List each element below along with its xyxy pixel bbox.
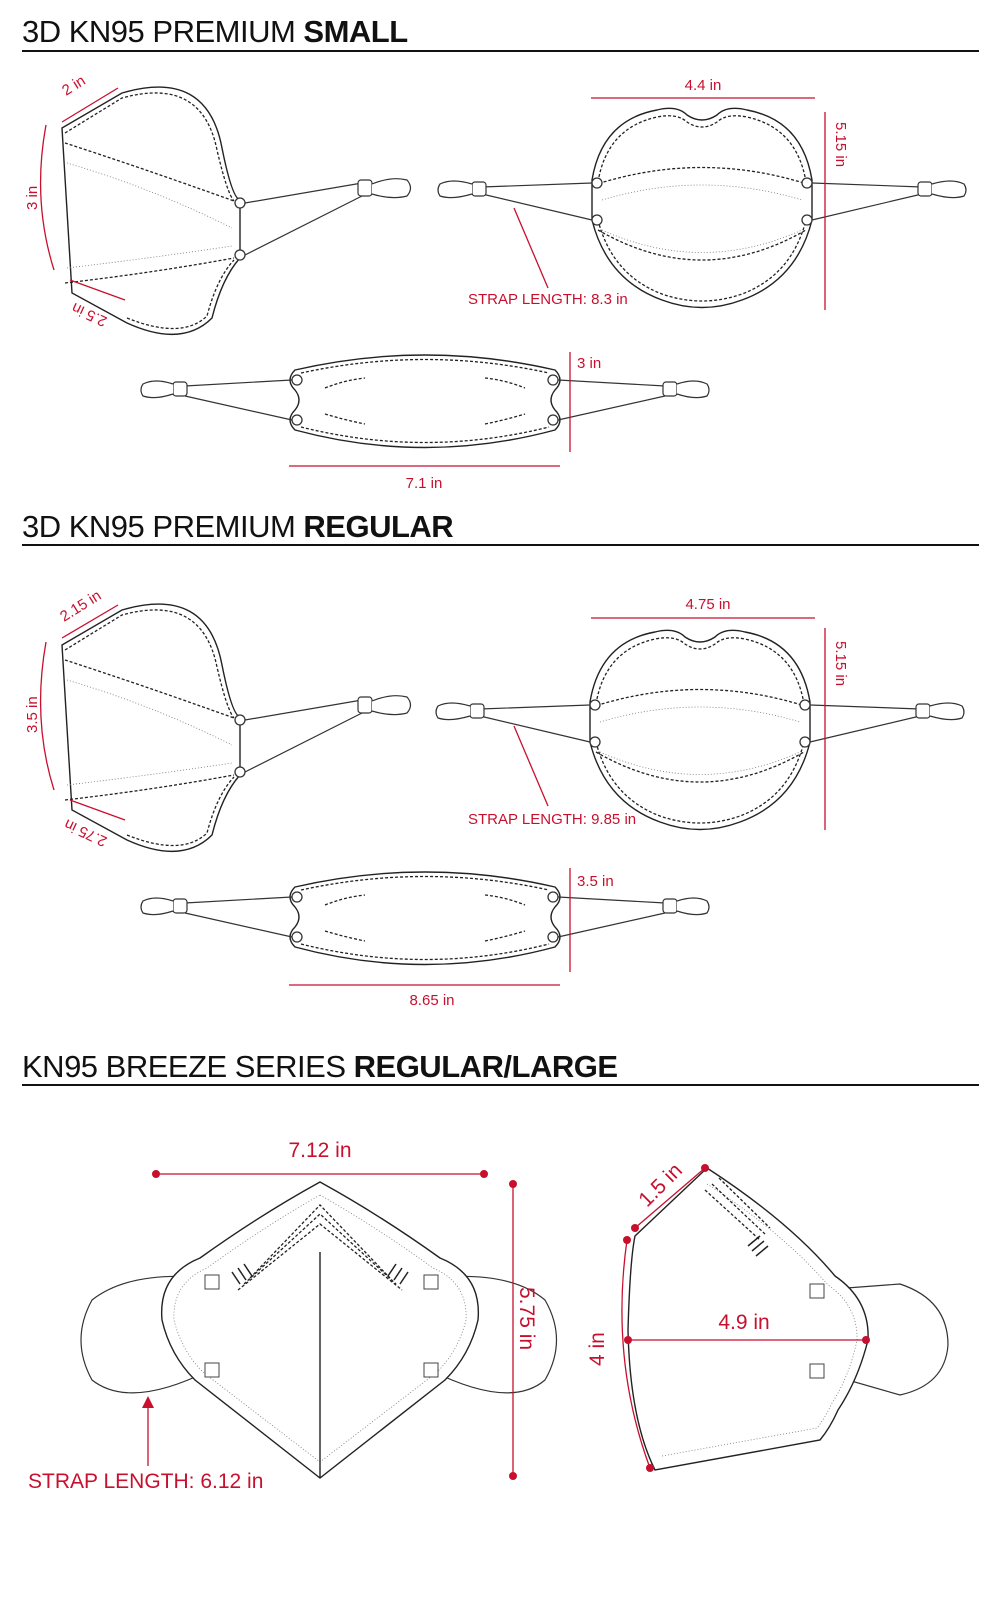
- divider-breeze: [22, 1084, 979, 1086]
- dimension-endpoint: [631, 1224, 639, 1232]
- dimension-endpoint: [509, 1472, 517, 1480]
- section-title-breeze: KN95 BREEZE SERIES REGULAR/LARGE: [22, 1049, 618, 1085]
- dimension-endpoint: [480, 1170, 488, 1178]
- small-front-height-label: 5.15 in: [832, 122, 849, 167]
- breeze-side-height-dimline: [621, 1239, 651, 1469]
- small-strap-label: STRAP LENGTH: 8.3 in: [468, 291, 628, 308]
- regular-flat-view: [140, 871, 710, 966]
- small-strap-pointer: [513, 207, 549, 289]
- regular-side-top-dimline: [61, 604, 119, 639]
- dimension-endpoint: [701, 1164, 709, 1172]
- small-side-top-dimline: [61, 87, 119, 123]
- dimension-endpoint: [862, 1336, 870, 1344]
- section-title-small: 3D KN95 PREMIUM SMALL: [22, 14, 408, 50]
- small-flat-height-label: 3 in: [577, 355, 601, 372]
- regular-flat-height-label: 3.5 in: [577, 873, 614, 890]
- regular-side-height-dimline: [39, 641, 55, 791]
- regular-strap-pointer: [513, 725, 549, 807]
- small-front-width-label: 4.4 in: [685, 77, 722, 94]
- dimension-endpoint: [509, 1180, 517, 1188]
- small-side-height-label: 3 in: [24, 186, 41, 210]
- title-bold: REGULAR/LARGE: [353, 1049, 618, 1084]
- breeze-side-depth-label: 4.9 in: [718, 1311, 769, 1334]
- regular-front-width-label: 4.75 in: [685, 596, 730, 613]
- small-side-top-label: 2 in: [59, 72, 89, 99]
- small-front-view: [437, 107, 967, 309]
- title-main: 3D KN95 PREMIUM: [22, 14, 304, 49]
- regular-side-height-label: 3.5 in: [24, 696, 41, 733]
- dimension-endpoint: [624, 1336, 632, 1344]
- small-side-bottom-dimline: [69, 279, 126, 301]
- breeze-front-view: [80, 1181, 558, 1479]
- breeze-front-height-label: 5.75 in: [515, 1287, 538, 1350]
- breeze-side-top-dimline: [634, 1167, 706, 1229]
- title-main: 3D KN95 PREMIUM: [22, 509, 304, 544]
- regular-flat-width-label: 8.65 in: [409, 992, 454, 1009]
- dimension-endpoint: [646, 1464, 654, 1472]
- regular-front-height-label: 5.15 in: [832, 641, 849, 686]
- small-side-view: [61, 86, 412, 336]
- breeze-strap-label: STRAP LENGTH: 6.12 in: [28, 1470, 263, 1493]
- dimension-endpoint: [152, 1170, 160, 1178]
- section-title-regular: 3D KN95 PREMIUM REGULAR: [22, 509, 454, 545]
- small-flat-width-label: 7.1 in: [406, 475, 443, 492]
- breeze-side-view: [627, 1167, 949, 1471]
- small-side-height-dimline: [39, 124, 55, 271]
- regular-side-bottom-dimline: [69, 799, 126, 821]
- regular-strap-label: STRAP LENGTH: 9.85 in: [468, 811, 636, 828]
- breeze-front-width-label: 7.12 in: [288, 1139, 351, 1162]
- arrow-up-icon: [142, 1396, 154, 1408]
- regular-side-view: [61, 603, 412, 853]
- title-bold: SMALL: [303, 14, 408, 49]
- divider-regular: [22, 544, 979, 546]
- title-main: KN95 BREEZE SERIES: [22, 1049, 354, 1084]
- title-bold: REGULAR: [303, 509, 454, 544]
- small-flat-view: [140, 354, 710, 449]
- breeze-side-height-label: 4 in: [586, 1332, 609, 1366]
- divider-small: [22, 50, 979, 52]
- dimension-endpoint: [623, 1236, 631, 1244]
- regular-side-top-label: 2.15 in: [57, 587, 104, 625]
